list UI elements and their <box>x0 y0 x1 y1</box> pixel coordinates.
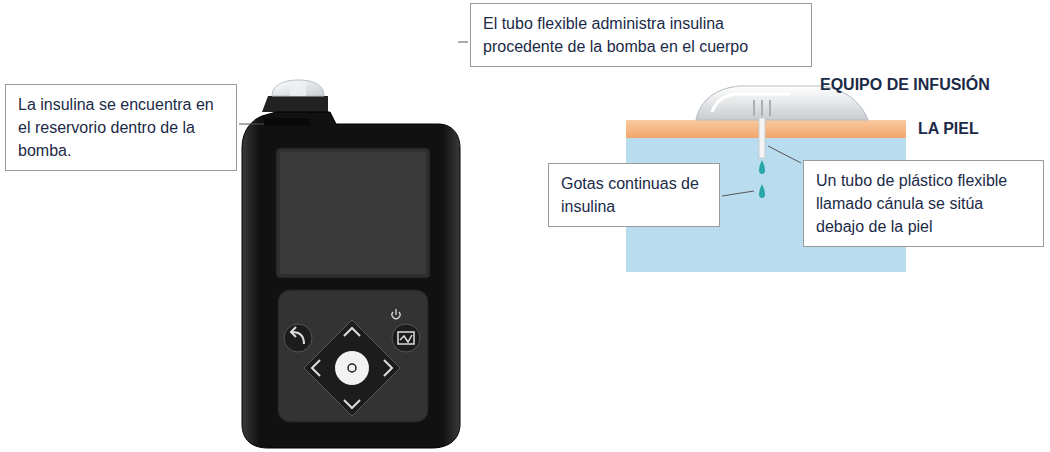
callout-box: Gotas continuas de insulina <box>548 163 720 227</box>
callout-box: El tubo flexible administra insulina pro… <box>470 3 812 67</box>
part-label: EQUIPO DE INFUSIÓN <box>820 76 990 94</box>
callout-box: Un tubo de plástico flexible llamado cán… <box>803 160 1044 247</box>
insulin-pump <box>242 80 460 448</box>
part-label: LA PIEL <box>918 120 979 138</box>
callout-text: Gotas continuas de insulina <box>561 172 707 218</box>
callout-text: Un tubo de plástico flexible llamado cán… <box>816 169 1031 238</box>
callout-text: El tubo flexible administra insulina pro… <box>483 12 799 58</box>
callout-text: La insulina se encuentra en el reservori… <box>18 93 224 162</box>
callout-box: La insulina se encuentra en el reservori… <box>5 84 237 171</box>
